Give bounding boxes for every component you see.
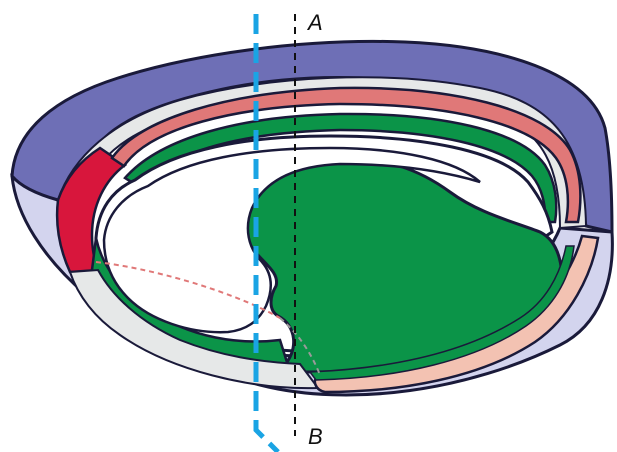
salmon-arc-band [110, 86, 582, 224]
label-a: A [306, 10, 323, 35]
cavity-interior-space [102, 146, 481, 334]
label-b: B [308, 424, 323, 449]
dashed-gray-curve [279, 317, 321, 376]
blue-cut-line [253, 14, 280, 452]
dashed-red-curve [95, 261, 281, 319]
red-region [55, 146, 128, 274]
green-lower-right-lining [308, 245, 575, 381]
